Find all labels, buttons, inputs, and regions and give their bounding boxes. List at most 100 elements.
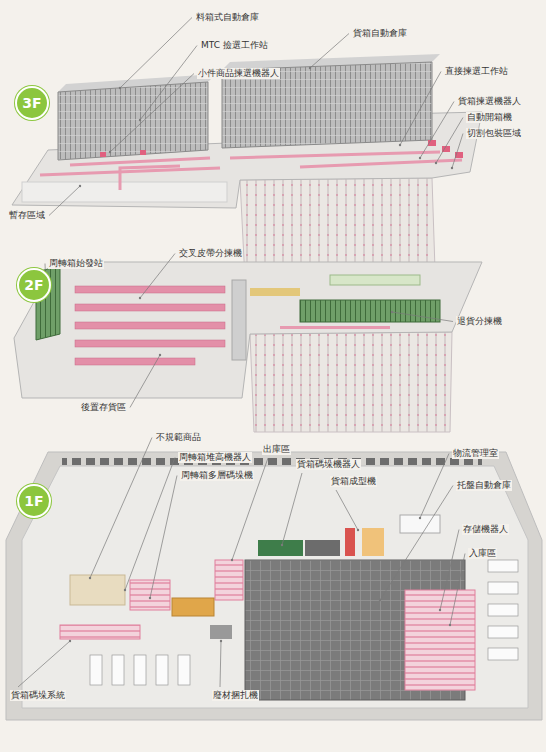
illustration-part: [130, 580, 170, 610]
illustration-part: [178, 655, 190, 685]
illustration-part: [75, 358, 195, 365]
illustration-part: [258, 540, 303, 556]
illustration-part: [70, 575, 125, 605]
leader-dot: [79, 185, 81, 187]
floor-1f: [6, 452, 542, 720]
leader-dot: [281, 544, 283, 546]
illustration-part: [488, 626, 518, 638]
illustration-part: [300, 300, 440, 322]
callout-label: 貨箱碼垛系統: [10, 690, 66, 701]
illustration-part: [280, 326, 390, 329]
illustration-part: [488, 648, 518, 660]
leader-line: [18, 641, 70, 687]
leader-line: [420, 454, 449, 519]
illustration-part: [488, 604, 518, 616]
callout-label: 貨箱自動倉庫: [352, 28, 408, 39]
leader-dot: [435, 162, 437, 164]
illustration-part: [172, 598, 214, 616]
illustration-part: [120, 166, 180, 190]
illustration-part: [62, 458, 482, 465]
leader-line: [392, 312, 453, 322]
leader-dot: [139, 119, 141, 121]
leader-dot: [220, 640, 222, 642]
floor-number: 3F: [22, 95, 41, 111]
callout-label: 入庫區: [468, 548, 497, 559]
illustration-part: [22, 182, 227, 202]
illustration-part: [305, 540, 340, 556]
floor-badge: 2F: [17, 268, 51, 302]
leader-line: [140, 254, 175, 299]
illustration-part: [362, 528, 384, 556]
callout-label: 小件商品揀選機器人: [197, 68, 280, 79]
leader-dot: [89, 577, 91, 579]
leader-line: [125, 458, 175, 591]
illustration-part: [70, 158, 210, 165]
illustration-part: [75, 304, 225, 311]
leader-dot: [399, 144, 401, 146]
callout-label: 暫存區域: [8, 210, 46, 221]
leader-dot: [451, 167, 453, 169]
leader-dot: [419, 517, 421, 519]
leader-dot: [449, 624, 451, 626]
callout-label: 料箱式自動倉庫: [195, 12, 260, 23]
illustration-part: [345, 528, 355, 556]
leader-dot: [119, 87, 121, 89]
leader-line: [310, 34, 349, 69]
leader-line: [336, 490, 358, 530]
callout-label: MTC 撿選工作站: [200, 40, 269, 51]
illustration-part: [215, 560, 243, 600]
illustration-part: [210, 625, 232, 639]
leader-line: [440, 530, 459, 611]
illustration-part: [75, 322, 225, 329]
leader-dot: [309, 67, 311, 69]
illustration-part: [112, 655, 124, 685]
illustration-part: [134, 655, 146, 685]
floor-number: 2F: [24, 277, 43, 293]
floor-2f: [14, 262, 482, 432]
illustration-part: [60, 625, 140, 639]
callout-label: 廢材捆扎機: [212, 690, 259, 701]
leader-line: [420, 102, 454, 159]
illustration-part: [330, 275, 420, 285]
leader-dot: [391, 311, 393, 313]
leader-line: [140, 46, 197, 121]
callout-label: 出庫區: [262, 444, 291, 455]
leader-line: [380, 486, 453, 601]
callout-label: 周轉箱堆高機器人: [178, 452, 252, 463]
callout-label: 交叉皮帶分揀機: [178, 248, 243, 259]
illustration-part: [58, 82, 208, 160]
callout-label: 直接揀選工作站: [444, 66, 509, 77]
illustration-part: [75, 286, 225, 293]
leader-dot: [109, 151, 111, 153]
illustration-part: [250, 332, 452, 432]
callout-label: 不規範商品: [155, 432, 202, 443]
floor-badge: 3F: [15, 86, 49, 120]
illustration-part: [6, 452, 542, 720]
illustration-part: [230, 152, 440, 158]
callout-label: 物流管理室: [452, 448, 499, 459]
floor-number: 1F: [24, 493, 43, 509]
illustration-part: [405, 590, 475, 690]
illustration-part: [400, 515, 440, 533]
illustration-part: [488, 560, 518, 572]
leader-dot: [149, 597, 151, 599]
callout-label: 後置存貨區: [80, 402, 127, 413]
leader-line: [452, 134, 463, 169]
leader-dot: [124, 589, 126, 591]
leader-line: [120, 18, 192, 89]
leader-dot: [159, 354, 161, 356]
illustration-part: [250, 288, 300, 296]
callout-label: 貨箱碼垛機器人: [296, 459, 361, 470]
illustration-part: [100, 140, 463, 158]
leader-dot: [419, 157, 421, 159]
callout-label: 存儲機器人: [462, 524, 509, 535]
leader-line: [150, 476, 177, 599]
illustration-part: [14, 262, 482, 398]
illustration-part: [75, 340, 225, 347]
leader-line: [130, 355, 160, 408]
callout-label: 貨箱揀選機器人: [457, 96, 522, 107]
leader-dot: [231, 559, 233, 561]
callout-label: 周轉箱始發站: [48, 258, 104, 269]
